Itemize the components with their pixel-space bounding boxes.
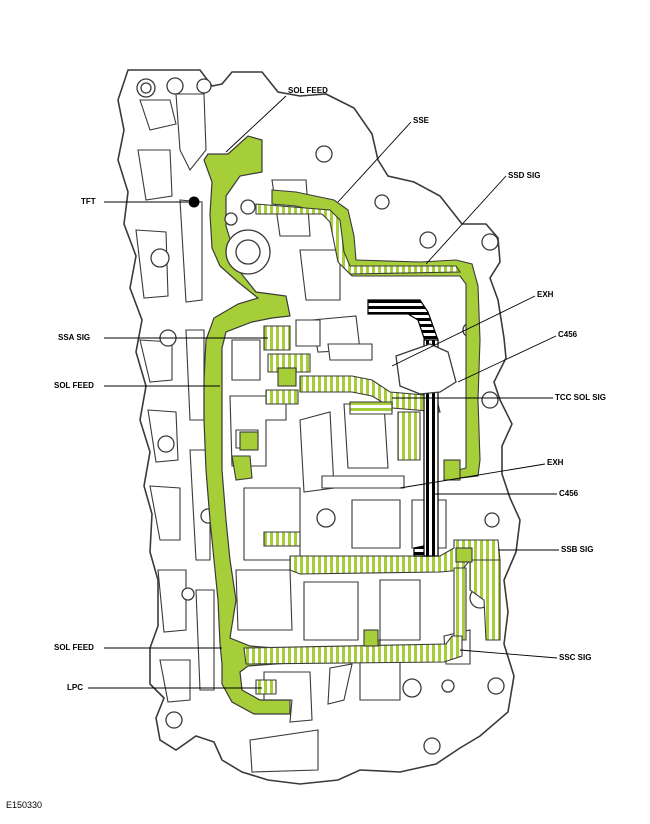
- label-sol-feed-mid: SOL FEED: [54, 381, 94, 390]
- label-sse: SSE: [413, 116, 430, 125]
- leader-sse: [337, 121, 412, 203]
- label-tcc-sol-sig: TCC SOL SIG: [555, 393, 606, 402]
- label-sol-feed-bottom: SOL FEED: [54, 643, 94, 652]
- label-sol-feed-top: SOL FEED: [288, 86, 328, 95]
- leader-ssd-sig: [425, 175, 507, 265]
- leader-c456-upper: [457, 335, 557, 383]
- figure-id: E150330: [6, 800, 43, 810]
- striped-signal-passages: [243, 203, 501, 695]
- label-ssa-sig: SSA SIG: [58, 333, 91, 342]
- exhaust-passage: [367, 299, 439, 557]
- left-rib-details: [135, 93, 215, 703]
- tft-sensor-dot: [188, 196, 200, 208]
- leader-sol-feed-top: [225, 95, 287, 153]
- label-tft: TFT: [81, 197, 96, 206]
- label-c456-upper: C456: [558, 330, 578, 339]
- label-ssd-sig: SSD SIG: [508, 171, 541, 180]
- bore-features: [224, 199, 457, 395]
- label-exh-lower: EXH: [547, 458, 564, 467]
- leader-lines: [88, 95, 559, 689]
- leader-exh-upper: [391, 295, 536, 367]
- solid-pads: [231, 367, 473, 647]
- label-ssc-sig: SSC SIG: [559, 653, 592, 662]
- leader-ssc-sig: [459, 649, 558, 659]
- label-c456-lower: C456: [559, 489, 579, 498]
- label-lpc: LPC: [67, 683, 83, 692]
- leader-exh-lower: [399, 463, 546, 489]
- internal-passages: [229, 179, 471, 773]
- label-ssb-sig: SSB SIG: [561, 545, 594, 554]
- label-exh-upper: EXH: [537, 290, 554, 299]
